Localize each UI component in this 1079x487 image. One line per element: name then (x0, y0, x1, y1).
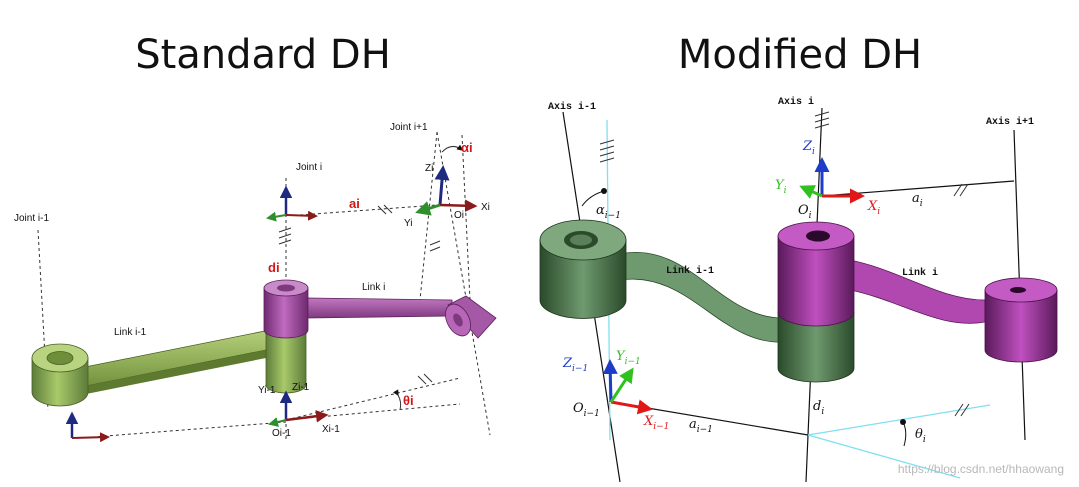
link-prev-bar-side (66, 348, 276, 398)
mdh-frame-i-z-label: Zi (802, 139, 815, 157)
frame-prev-x-label: Xi-1 (322, 424, 340, 435)
joint-i-purple-hole (277, 284, 295, 292)
axis-i-purple-hole (806, 230, 830, 242)
mdh-frame-prev-origin-label: Oi−1 (573, 401, 600, 419)
param-d-label: di (268, 260, 280, 275)
axis-i-green-cylinder (777, 311, 855, 383)
mdh-frame-prev: Zi−1 Yi−1 Xi−1 Oi−1 (562, 349, 669, 432)
frame-i: Zi Yi Xi Oi (404, 163, 490, 229)
mdh-frame-prev-z-label: Zi−1 (562, 356, 588, 374)
axis-i-label: Axis i (778, 96, 814, 108)
frame-i-x-label: Xi (481, 202, 490, 213)
a-prev-label: ai−1 (689, 417, 713, 435)
mdh-frame-prev-y-axis (609, 367, 634, 403)
frame-prev-y-label: Yi-1 (258, 385, 276, 396)
break-mark-d (278, 227, 292, 245)
axis-prev-cylinder-body (539, 239, 627, 319)
break-mark-next (429, 240, 441, 252)
param-theta-label: θi (403, 393, 414, 408)
mdh-frame-prev-x-label: Xi−1 (643, 414, 669, 432)
frame-i-z-axis (434, 165, 450, 206)
modified-dh-panel: Modified DH (539, 32, 1058, 483)
frame-prev-lower-x-axis (71, 432, 110, 443)
joint-prev-label: Joint i-1 (14, 213, 49, 224)
frame-joint-i-upper (266, 185, 318, 222)
frame-i-origin-label: Oi (454, 210, 464, 221)
theta-i-label: θi (915, 427, 926, 445)
frame-i-y-label: Yi (404, 218, 413, 229)
axis-next-cylinder-body (984, 289, 1058, 363)
frame-i-z-label: Zi (425, 163, 433, 174)
joint-next-axis-2 (419, 131, 438, 301)
break-mark-theta (954, 403, 970, 417)
mdh-frame-i: Zi Yi Xi Oi (775, 139, 880, 221)
param-a-label: ai (349, 196, 360, 211)
watermark-text: https://blog.csdn.net/hhaowang (898, 462, 1064, 476)
axis-next-cylinder-hole (1010, 287, 1026, 293)
frame-upper-x-axis (285, 210, 318, 221)
a-i-label: ai (912, 191, 923, 209)
theta-ref-line (807, 404, 991, 436)
axis-i-purple-cylinder (777, 235, 855, 327)
break-mark-theta (417, 373, 433, 385)
joint-i-purple-cylinder (263, 287, 309, 339)
axis-prev-cylinder-hole-inner (570, 234, 592, 246)
theta-i-arc (393, 389, 402, 411)
frame-prev-y-axis (268, 417, 287, 427)
mdh-frame-i-origin-label: Oi (798, 203, 812, 221)
frame-prev-x-axis (285, 410, 329, 423)
frame-joint-prev-lower (65, 411, 110, 443)
normal-theta-a (285, 377, 461, 421)
normal-prev (79, 421, 287, 439)
axis-prev-label: Axis i-1 (548, 101, 596, 113)
theta-x-line (807, 434, 961, 479)
joint-prev-ring-hole (46, 351, 74, 365)
frame-upper-y-axis (266, 211, 287, 222)
standard-dh-panel: Standard DH (14, 32, 497, 443)
mdh-frame-i-x-label: Xi (867, 199, 880, 217)
link-prev-label: Link i-1 (114, 327, 147, 338)
standard-dh-title: Standard DH (135, 32, 391, 78)
alpha-i-arc (441, 144, 463, 153)
normal-theta-b (285, 403, 461, 421)
param-alpha-label: αi (461, 140, 473, 155)
joint-next-axis (436, 131, 491, 436)
link-i-bar (307, 297, 453, 319)
break-mark-axis-i (814, 111, 830, 129)
frame-prev: Zi-1 Yi-1 Xi-1 Oi-1 (258, 382, 340, 439)
break-mark-a (377, 204, 393, 215)
theta-i-arc (902, 421, 907, 447)
break-mark-a-i (953, 183, 969, 197)
joint-i-label: Joint i (296, 162, 322, 173)
joint-next-label: Joint i+1 (390, 122, 428, 133)
mdh-frame-i-y-label: Yi (775, 178, 787, 196)
mdh-frame-prev-x-axis (610, 399, 653, 415)
d-i-label: di (813, 399, 824, 417)
link-i-end-hole (453, 313, 463, 327)
frame-i-x-axis (439, 199, 478, 212)
axis-next-label: Axis i+1 (986, 116, 1034, 128)
link-i-label: Link i (902, 267, 938, 279)
frame-i-y-axis (415, 201, 441, 216)
alpha-prev-arc (581, 190, 605, 207)
mdh-frame-prev-z-axis (602, 359, 618, 403)
normal-a-i (299, 204, 438, 216)
mdh-frame-prev-y-label: Yi−1 (616, 349, 641, 367)
link-prev-label: Link i-1 (666, 265, 714, 277)
link-i-label: Link i (362, 282, 385, 293)
break-mark-axis-prev (599, 139, 615, 163)
frame-prev-z-label: Zi-1 (292, 382, 310, 393)
frame-prev-origin-label: Oi-1 (272, 428, 291, 439)
alpha-prev-label: αi−1 (596, 203, 621, 221)
modified-dh-title: Modified DH (678, 32, 922, 78)
mdh-frame-i-y-axis (799, 185, 823, 199)
